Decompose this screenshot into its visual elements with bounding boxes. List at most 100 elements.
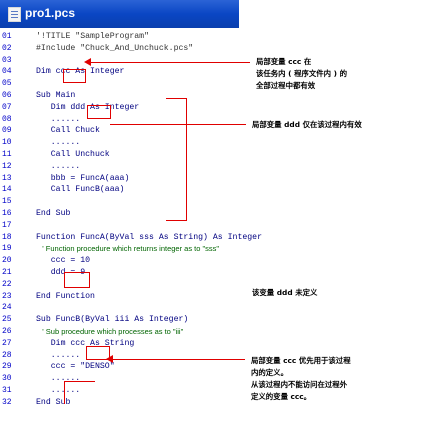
code-line[interactable]: 15	[0, 196, 447, 207]
line-number: 01	[2, 32, 12, 41]
line-number: 05	[2, 79, 12, 89]
arrow-line-ccc-local	[112, 359, 245, 360]
line-number: 12	[2, 161, 12, 171]
code-line[interactable]: 29 ccc = "DENSO"	[0, 361, 447, 372]
code-text: '!TITLE "SampleProgram"	[36, 32, 150, 41]
line-number: 14	[2, 185, 12, 195]
code-line[interactable]: 17	[0, 220, 447, 231]
highlight-ddd-local	[87, 105, 111, 119]
code-text: ' Function procedure which returns integ…	[36, 244, 220, 254]
highlight-ddd-undefined	[64, 272, 90, 288]
line-number: 15	[2, 197, 12, 207]
line-number: 18	[2, 232, 12, 242]
line-number: 22	[2, 279, 12, 289]
line-number: 28	[2, 350, 12, 360]
code-line[interactable]: 08 ......	[0, 114, 447, 125]
line-number: 06	[2, 91, 12, 100]
code-text: ......	[36, 386, 81, 395]
code-text: ' Sub procedure which processes as to "i…	[36, 327, 184, 336]
line-number: 04	[2, 67, 12, 77]
line-number: 21	[2, 268, 12, 277]
line-number: 11	[2, 150, 12, 159]
code-line[interactable]: 25 Sub FuncB(ByVal iii As Integer)	[0, 314, 447, 325]
line-number: 08	[2, 114, 12, 124]
note-ddd-undefined: 该变量 ddd 未定义	[252, 288, 318, 297]
code-text: End Function	[36, 291, 95, 301]
note-ccc-global-1: 局部变量 ccc 在	[256, 57, 312, 66]
code-line[interactable]: 07 Dim ddd As Integer	[0, 102, 447, 113]
code-text: #Include "Chuck_And_Unchuck.pcs"	[36, 43, 194, 53]
code-line[interactable]: 02 #Include "Chuck_And_Unchuck.pcs"	[0, 43, 447, 54]
code-text: End Sub	[36, 209, 71, 218]
note-ddd-local: 局部变量 ddd 仅在该过程内有效	[252, 120, 362, 129]
code-line[interactable]: 10 ......	[0, 137, 447, 148]
line-number: 30	[2, 374, 12, 384]
code-text: ......	[36, 161, 81, 171]
arrowhead-ccc-global	[84, 58, 91, 66]
code-text: Function FuncA(ByVal sss As String) As I…	[36, 232, 263, 242]
code-line[interactable]: 01 '!TITLE "SampleProgram"	[0, 31, 447, 42]
code-line[interactable]: 09 Call Chuck	[0, 125, 447, 136]
code-text: Sub FuncB(ByVal iii As Integer)	[36, 315, 189, 325]
code-line[interactable]: 03	[0, 55, 447, 66]
note-ccc-global-3: 全部过程中都有效	[256, 81, 316, 90]
code-line[interactable]: 27 Dim ccc As String	[0, 338, 447, 349]
code-line[interactable]: 32 End Sub	[0, 397, 447, 408]
code-line[interactable]: 18 Function FuncA(ByVal sss As String) As…	[0, 232, 447, 243]
code-text: ccc = 10	[36, 256, 91, 266]
note-ccc-priority-3: 从该过程内不能访问在过程外	[251, 380, 348, 389]
line-number: 24	[2, 303, 12, 313]
line-number: 13	[2, 173, 12, 183]
code-line[interactable]: 12 ......	[0, 161, 447, 172]
code-text: Sub Main	[36, 91, 76, 100]
line-number: 16	[2, 209, 12, 218]
code-text: End Sub	[36, 397, 71, 407]
code-editor[interactable]: 01 '!TITLE "SampleProgram" 02 #Include "Chu…	[0, 31, 447, 431]
line-number: 19	[2, 244, 12, 254]
code-line[interactable]: 24	[0, 302, 447, 313]
note-ccc-priority-4: 定义的变量 ccc。	[251, 392, 312, 401]
code-text: bbb = FuncA(aaa)	[36, 173, 130, 183]
code-text: ccc = "DENSO"	[36, 362, 115, 372]
code-line[interactable]: 14 Call FuncB(aaa)	[0, 184, 447, 195]
line-number: 27	[2, 338, 12, 348]
code-line[interactable]: 31 ......	[0, 385, 447, 396]
code-line[interactable]: 05	[0, 78, 447, 89]
code-line[interactable]: 06 Sub Main	[0, 90, 447, 101]
line-number: 20	[2, 256, 12, 266]
highlight-ccc-assign	[64, 381, 95, 404]
arrow-line-ccc-global	[90, 62, 250, 63]
code-text: ......	[36, 374, 81, 384]
sub-main-bracket	[166, 98, 187, 221]
code-line[interactable]: 20 ccc = 10	[0, 255, 447, 266]
window-title: pro1.pcs	[25, 6, 76, 20]
code-line[interactable]: 13 bbb = FuncA(aaa)	[0, 173, 447, 184]
code-text: Call Unchuck	[36, 150, 110, 159]
code-text: Call FuncB(aaa)	[36, 185, 125, 195]
document-icon	[8, 7, 21, 22]
line-number: 32	[2, 397, 12, 407]
code-line[interactable]: 28 ......	[0, 350, 447, 361]
code-line[interactable]: 16 End Sub	[0, 208, 447, 219]
code-line[interactable]: 19 ' Function procedure which returns in…	[0, 243, 447, 254]
code-text: ......	[36, 350, 81, 360]
code-line[interactable]: 22	[0, 279, 447, 290]
line-number: 02	[2, 43, 12, 53]
code-text: Dim ccc As String	[36, 338, 135, 348]
code-line[interactable]: 30 ......	[0, 373, 447, 384]
line-number: 17	[2, 220, 12, 230]
line-number: 25	[2, 315, 12, 325]
code-text: Dim ddd As Integer	[36, 102, 140, 112]
code-line[interactable]: 26 ' Sub procedure which processes as to…	[0, 326, 447, 337]
title-bar[interactable]: pro1.pcs	[0, 0, 239, 28]
highlight-ccc-local	[86, 346, 110, 360]
code-text: ......	[36, 138, 81, 148]
note-ccc-priority-2: 内的定义。	[251, 368, 288, 377]
note-ccc-priority-1: 局部变量 ccc 优先用于该过程	[251, 356, 351, 365]
line-number: 31	[2, 386, 12, 395]
code-line[interactable]: 11 Call Unchuck	[0, 149, 447, 160]
arrow-line-ddd-local	[110, 124, 246, 125]
arrowhead-ccc-local	[106, 355, 113, 363]
